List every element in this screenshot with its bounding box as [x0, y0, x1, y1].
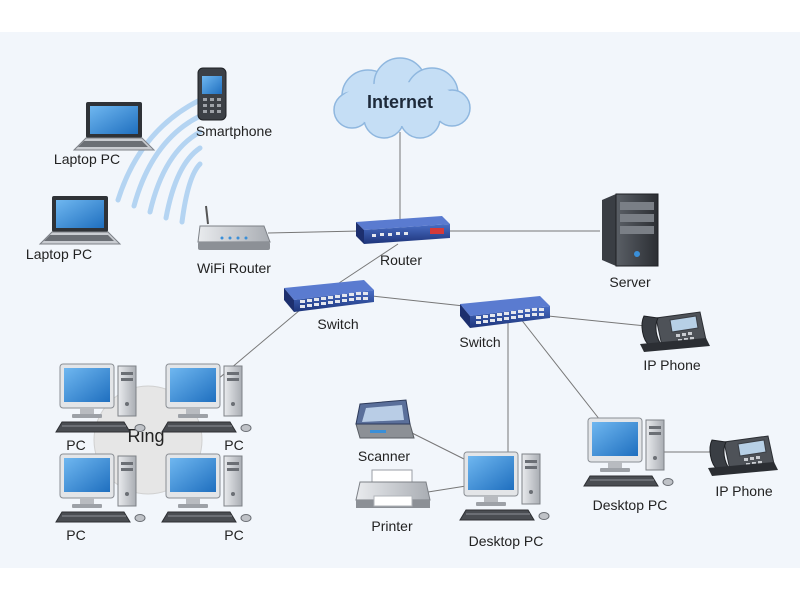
desktop-pc-2-label: Desktop PC [593, 497, 668, 513]
switch-right-label: Switch [459, 334, 500, 350]
smartphone-label: Smartphone [196, 123, 272, 139]
pc-2-label: PC [224, 437, 243, 453]
ip-phone-2-icon [707, 435, 779, 477]
switch-right-icon [460, 296, 550, 328]
internet-label: Internet [367, 92, 433, 112]
server-icon [602, 193, 659, 267]
laptop-pc-1-icon [73, 101, 155, 151]
ring-label: Ring [127, 426, 164, 446]
laptop-pc-1-label: Laptop PC [54, 151, 120, 167]
server-label: Server [609, 274, 651, 290]
ip-phone-2-label: IP Phone [715, 483, 773, 499]
ip-phone-1-label: IP Phone [643, 357, 701, 373]
scanner-label: Scanner [358, 448, 410, 464]
pc-3-label: PC [66, 527, 85, 543]
laptop-pc-2-label: Laptop PC [26, 246, 92, 262]
wifi-router-icon [197, 205, 271, 250]
pc-4-icon [161, 453, 252, 523]
router-label: Router [380, 252, 422, 268]
ip-phone-1-icon [639, 311, 711, 353]
switch-left-label: Switch [317, 316, 358, 332]
scanner-icon [355, 399, 415, 439]
printer-icon [355, 469, 431, 508]
wifi-signal-icon [115, 97, 203, 225]
printer-label: Printer [371, 518, 413, 534]
smartphone-icon [197, 67, 227, 121]
internet-cloud-icon [333, 57, 471, 139]
pc-2-icon [161, 363, 252, 433]
desktop-pc-2-icon [583, 417, 674, 487]
pc-4-label: PC [224, 527, 243, 543]
pc-3-icon [55, 453, 146, 523]
laptop-pc-2-icon [39, 195, 121, 245]
router-icon [356, 216, 450, 244]
desktop-pc-1-icon [459, 451, 550, 521]
switch-left-icon [284, 280, 374, 312]
wifi-router-label: WiFi Router [197, 260, 271, 276]
desktop-pc-1-label: Desktop PC [469, 533, 544, 549]
connector-lines [204, 132, 712, 493]
pc-1-label: PC [66, 437, 85, 453]
